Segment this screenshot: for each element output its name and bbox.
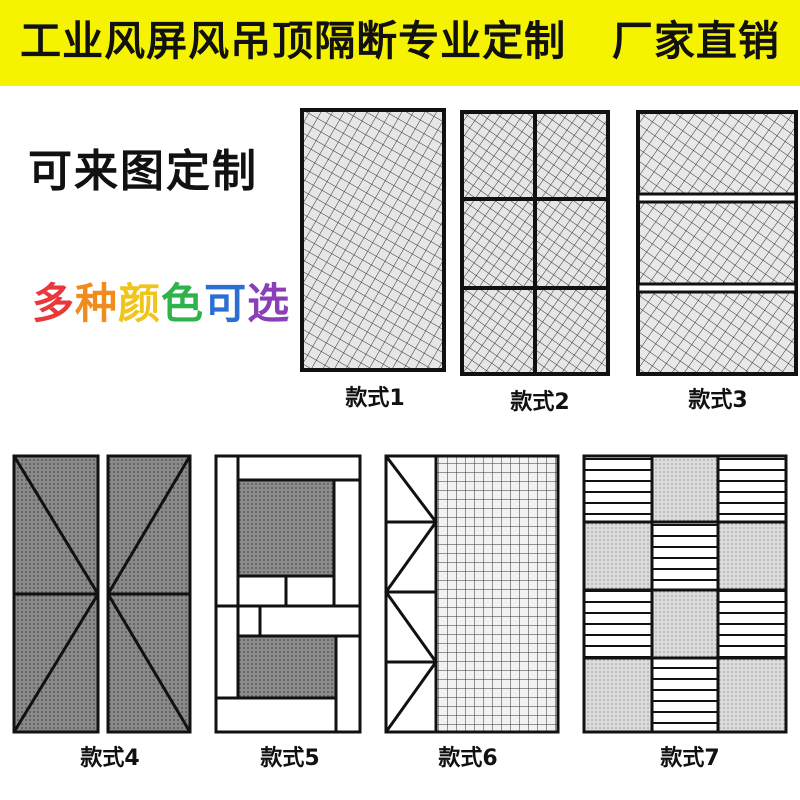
style-6-label: 款式6 [438,746,498,771]
color-options-text: 多种颜色可选 [32,270,290,331]
style-6-panel [384,454,560,734]
style-1-panel [300,108,446,372]
banner-title: 工业风屏风吊顶隔断专业定制 [20,17,567,65]
style-5-label: 款式5 [260,746,320,771]
title-banner: 工业风屏风吊顶隔断专业定制 厂家直销 [0,0,800,86]
style-3-panel [636,110,798,376]
style-4-label: 款式4 [80,746,140,771]
banner-tagline: 厂家直销 [611,17,780,65]
style-5-panel [214,454,362,734]
style-3-label: 款式3 [688,388,748,413]
color-char: 色 [161,279,205,328]
style-2-label: 款式2 [510,390,570,415]
color-char: 选 [247,279,291,328]
style-7-panel [582,454,788,734]
style-2-panel [460,110,610,376]
color-char: 颜 [118,279,162,328]
color-char: 多 [32,279,76,328]
color-char: 可 [204,279,248,328]
style-1-label: 款式1 [345,386,405,411]
color-char: 种 [75,279,119,328]
style-7-label: 款式7 [660,746,720,771]
style-4-panel [12,454,192,734]
banner-text: 工业风屏风吊顶隔断专业定制 厂家直销 [0,6,800,76]
custom-drawing-text: 可来图定制 [28,146,258,197]
